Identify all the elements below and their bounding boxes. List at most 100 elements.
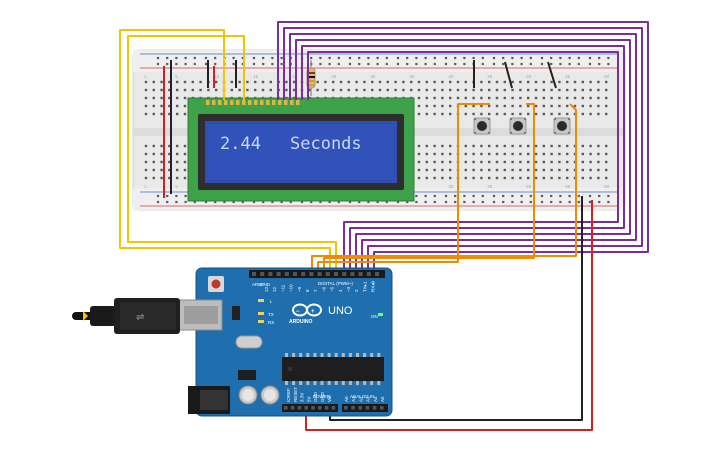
- push-button-3[interactable]: [553, 117, 571, 135]
- column-number-top: 5: [175, 74, 178, 79]
- analog-pin-label: A1: [351, 396, 356, 402]
- wire-red-5v: [305, 200, 593, 431]
- board-model-label: UNO: [328, 305, 353, 317]
- wire-orange-2: [323, 103, 535, 268]
- power-pin-label: GND: [313, 391, 318, 402]
- on-led: [378, 313, 383, 316]
- usb-plug-tip-icon: [83, 311, 88, 321]
- wire-yellow-1: [119, 29, 331, 268]
- digital-pin-label: 4: [338, 289, 343, 292]
- wire-yellow-2: [127, 35, 337, 268]
- column-number-top: 10: [214, 74, 220, 79]
- analog-pin-label: A5: [380, 396, 385, 402]
- digital-pin-label: 7: [313, 289, 318, 292]
- lcd-value-text: 2.44: [220, 134, 261, 154]
- l-led: [258, 299, 264, 302]
- wire-purple-1: [277, 21, 649, 268]
- power-pin-label: GND: [320, 391, 325, 402]
- aref-label: AREF: [252, 282, 264, 287]
- reset-button[interactable]: [208, 276, 224, 292]
- digital-pin-label: 8: [305, 289, 310, 292]
- lcd-unit-text: Seconds: [290, 134, 362, 154]
- column-number-top: 20: [292, 74, 298, 79]
- column-number-top: 25: [331, 74, 337, 79]
- atmega-chip: [282, 357, 384, 381]
- analog-pin-label: A2: [358, 396, 363, 402]
- digital-pin-label: 13: [264, 286, 269, 292]
- column-number-top: 1: [144, 74, 147, 79]
- crystal: [235, 335, 263, 349]
- digital-pin-label: ~11: [280, 284, 285, 292]
- digital-pin-label: 12: [272, 286, 277, 292]
- l-led-label: L: [270, 299, 273, 304]
- svg-text:−: −: [296, 309, 300, 315]
- wire-purple-4: [295, 39, 631, 268]
- column-number-bottom: 55: [565, 184, 571, 189]
- wire-purple-5: [301, 45, 625, 268]
- wire-orange-3: [311, 103, 577, 268]
- rx-led-label: RX: [268, 320, 274, 325]
- tx-led: [258, 312, 264, 315]
- analog-pin-label: A4: [373, 396, 378, 402]
- lcd-header-pins: [206, 100, 300, 105]
- column-number-bottom: 40: [448, 184, 454, 189]
- column-number-top: 55: [565, 74, 571, 79]
- gnd-label: GND: [260, 282, 271, 287]
- analog-pin-label: A3: [366, 396, 371, 402]
- icsp-header: [232, 306, 240, 320]
- digital-pin-label: ~6: [321, 286, 326, 292]
- column-number-top: 15: [253, 74, 259, 79]
- digital-pin-label: 2: [354, 289, 359, 292]
- dc-power-jack[interactable]: [188, 386, 230, 414]
- power-pin-label: RESET: [293, 387, 298, 402]
- wire-purple-6: [307, 51, 619, 268]
- power-pin-label: IOREF: [286, 388, 291, 402]
- tx-led-label: TX: [268, 312, 274, 317]
- column-number-top: 45: [487, 74, 493, 79]
- digital-header-label: DIGITAL (PWM~): [318, 281, 353, 286]
- wire-orange-1: [317, 103, 490, 268]
- breadboard-jumpers[interactable]: [163, 60, 557, 198]
- analog-pin-label: A0: [344, 396, 349, 402]
- usb-symbol-icon: ⇌: [136, 312, 144, 323]
- column-number-top: 60: [604, 74, 610, 79]
- usb-cable[interactable]: ⇌: [72, 298, 180, 334]
- lcd-module[interactable]: 2.44 Seconds: [187, 97, 415, 202]
- column-number-top: 35: [409, 74, 415, 79]
- digital-pin-label: ~10: [289, 284, 294, 292]
- wire-purple-2: [283, 27, 643, 268]
- digital-pin-label: ~3: [346, 286, 351, 292]
- column-number-bottom: 45: [487, 184, 493, 189]
- power-pin-label: 5V: [306, 396, 311, 402]
- analog-header-label: ANALOG IN: [350, 394, 375, 399]
- svg-text:+: +: [311, 309, 315, 315]
- push-button-1[interactable]: [473, 117, 491, 135]
- digital-pin-label: RX◂0: [371, 280, 376, 292]
- column-number-top: 40: [448, 74, 454, 79]
- digital-pin-label: ~5: [330, 286, 335, 292]
- column-number-top: 50: [526, 74, 532, 79]
- column-number-top: 30: [370, 74, 376, 79]
- usb-port[interactable]: [177, 299, 223, 331]
- column-number-bottom: 50: [526, 184, 532, 189]
- power-header-label: POWER: [313, 394, 331, 399]
- capacitors: [238, 385, 280, 405]
- push-button-2[interactable]: [509, 117, 527, 135]
- wire-purple-3: [289, 33, 637, 268]
- power-pin-label: 3.3V: [300, 393, 305, 402]
- arduino-logo: − +: [292, 303, 322, 317]
- voltage-regulator: [238, 370, 256, 380]
- column-number-bottom: 1: [144, 184, 147, 189]
- digital-pin-label: TX▸1: [362, 281, 367, 292]
- board-brand-label: ARDUINO: [289, 319, 312, 325]
- on-led-label: ON: [371, 314, 378, 319]
- digital-pin-label: ~9: [297, 286, 302, 292]
- column-number-bottom: 5: [175, 184, 178, 189]
- power-pin-label: Vin: [327, 395, 332, 402]
- column-number-bottom: 60: [604, 184, 610, 189]
- rx-led: [258, 320, 264, 323]
